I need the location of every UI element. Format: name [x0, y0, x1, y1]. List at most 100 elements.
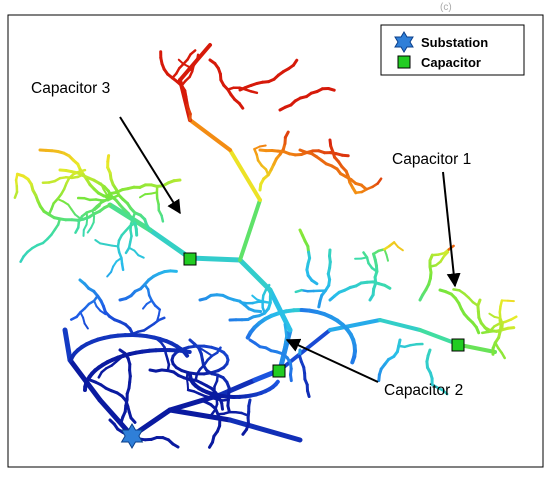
feeder-lateral — [306, 389, 311, 398]
feeder-lateral — [241, 428, 248, 436]
feeder-lateral — [442, 250, 450, 258]
feeder-lateral — [133, 249, 140, 257]
feeder-lateral — [19, 255, 25, 263]
capacitor-3-marker — [183, 252, 197, 266]
feeder-lateral — [177, 58, 185, 65]
feeder-lateral — [124, 246, 131, 255]
north-trunk — [228, 148, 262, 202]
feeder-lateral — [74, 213, 81, 220]
feeder-lateral — [362, 251, 369, 259]
feeder-lateral — [500, 351, 506, 360]
feeder-lateral — [397, 245, 404, 252]
feeder-lateral — [119, 415, 125, 425]
feeder-lateral — [157, 308, 161, 317]
north-trunk — [188, 118, 232, 152]
capacitor-3-arrow — [119, 116, 181, 215]
capacitor-2-callout-label: Capacitor 2 — [384, 382, 463, 399]
feeder-lateral — [99, 242, 108, 246]
feeder-lateral — [474, 325, 481, 335]
capacitor-1-callout-label: Capacitor 1 — [392, 151, 471, 168]
east-trunk — [378, 318, 422, 332]
west-trunk — [62, 327, 73, 363]
feeder-lateral — [106, 154, 111, 163]
feeder-lateral — [160, 214, 165, 223]
feeder-lateral — [208, 440, 214, 449]
feeder-lateral — [253, 309, 263, 313]
feeder-network — [13, 43, 518, 449]
feeder-lateral — [86, 226, 93, 234]
feeder-lateral — [509, 315, 518, 321]
feeder-lateral — [283, 323, 287, 332]
feeder-lateral — [93, 205, 101, 211]
feeder-lateral — [292, 58, 299, 67]
feeder-lateral — [393, 241, 399, 248]
feeder-lateral — [201, 348, 209, 354]
feeder-lateral — [251, 294, 258, 301]
feeder-lateral — [99, 309, 107, 316]
east-trunk — [328, 318, 382, 332]
feeder-lateral — [289, 373, 293, 383]
feeder-lateral — [210, 408, 217, 416]
feeder-lateral — [106, 271, 113, 278]
main-trunk — [217, 377, 258, 398]
capacitor-3-callout-label: Capacitor 3 — [31, 80, 110, 97]
capacitor-1-arrow — [442, 171, 461, 288]
feeder-lateral — [69, 315, 78, 321]
substation-marker — [120, 423, 144, 449]
east-trunk — [458, 343, 497, 354]
legend-star-icon — [394, 31, 414, 53]
feeder-lateral — [452, 288, 461, 292]
feeder-lateral — [249, 90, 259, 95]
main-trunk — [147, 227, 193, 261]
feeder-lateral — [195, 53, 200, 62]
feeder-lateral — [139, 193, 147, 199]
feeder-lateral — [317, 299, 322, 309]
legend: Substation Capacitor — [380, 24, 525, 76]
feeder-lateral — [385, 253, 389, 262]
legend-square-icon — [397, 55, 411, 69]
feeder-lateral — [189, 49, 197, 56]
feeder-lateral — [258, 144, 267, 148]
feeder-lateral — [82, 223, 88, 231]
feeder-lateral — [120, 262, 125, 272]
feeder-lateral — [156, 314, 160, 323]
main-trunk — [237, 257, 273, 293]
feeder-lateral — [226, 404, 231, 414]
feeder-lateral — [137, 254, 145, 259]
feeder-lateral — [294, 288, 303, 294]
feeder-lateral — [383, 283, 392, 290]
feeder-lateral — [13, 190, 19, 199]
legend-capacitor-label: Capacitor — [421, 55, 481, 70]
feeder-lateral — [506, 326, 516, 330]
feeder-lateral — [105, 243, 113, 247]
feeder-lateral — [326, 87, 336, 92]
feeder-lateral — [62, 200, 70, 206]
capacitor-1-marker — [451, 338, 465, 352]
feeder-lateral — [144, 192, 153, 196]
feeder-loop — [350, 354, 357, 365]
feeder-lateral — [239, 301, 248, 305]
feeder-lateral — [169, 269, 178, 273]
feeder-lateral — [171, 442, 180, 449]
feeder-lateral — [376, 177, 383, 185]
feeder-lateral — [157, 316, 166, 322]
feeder-lateral — [153, 304, 162, 311]
feeder-lateral — [441, 388, 449, 396]
feeder-lateral — [481, 330, 490, 335]
feeder-lateral — [220, 401, 224, 411]
feeder-lateral — [359, 183, 368, 191]
feeder-lateral — [264, 283, 271, 292]
north-trunk — [238, 198, 262, 262]
main-trunk — [267, 287, 293, 333]
feeder-lateral — [237, 101, 245, 110]
feeder-loop — [225, 354, 230, 362]
west-trunk — [67, 357, 103, 403]
feeder-lateral — [70, 208, 77, 216]
feeder-lateral — [97, 370, 103, 379]
feeder-lateral — [377, 373, 381, 383]
east-trunk — [278, 328, 332, 372]
feeder-lateral — [283, 130, 290, 139]
top-caption-fragment: (c) — [440, 2, 452, 13]
main-trunk — [187, 255, 243, 263]
